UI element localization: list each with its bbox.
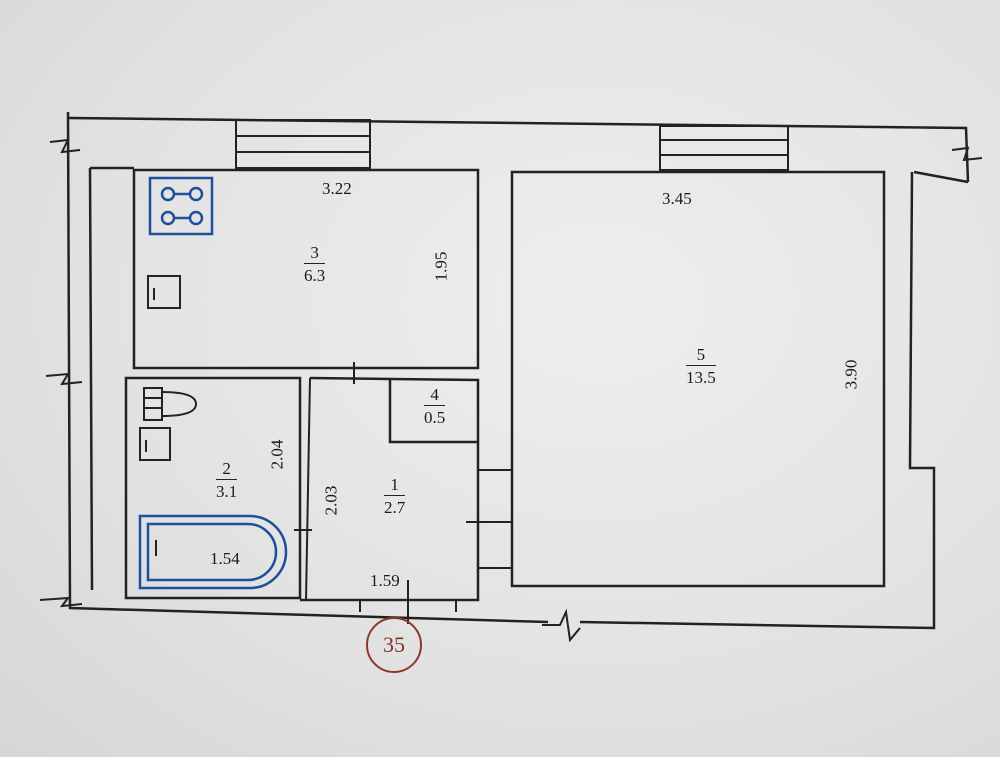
room-number: 3 (304, 244, 326, 264)
room-label-living: 5 13.5 (686, 346, 716, 386)
kitchen-sink-icon (147, 275, 181, 309)
toilet-icon (143, 387, 198, 421)
room-bathroom-outline (124, 376, 302, 600)
dim-room5-width: 3.45 (662, 189, 692, 208)
room-number: 5 (686, 346, 716, 366)
dim-bathtub-length: 1.54 (210, 549, 240, 568)
room-area: 13.5 (686, 368, 716, 387)
hall-doorway (466, 469, 512, 569)
dim-kitchen-height: 1.95 (431, 251, 451, 282)
room-living-outline (510, 170, 886, 588)
room-area: 2.7 (384, 498, 406, 517)
stove-icon (148, 176, 214, 236)
room-area: 3.1 (216, 482, 238, 501)
room-closet-outline (388, 380, 478, 444)
room-number: 4 (424, 386, 446, 406)
dim-hall-height: 2.03 (321, 485, 341, 516)
room-area: 0.5 (424, 408, 446, 427)
bathtub-icon (138, 514, 288, 590)
bathroom-sink-icon (139, 427, 171, 461)
room-area: 6.3 (304, 266, 326, 285)
dim-bath-height: 2.04 (267, 439, 287, 470)
room-label-hall: 1 2.7 (384, 476, 406, 517)
room-window (659, 125, 789, 171)
room-hall-outline (300, 376, 480, 602)
room-kitchen-outline (132, 168, 480, 370)
room-label-kitchen: 3 6.3 (304, 244, 326, 285)
room-label-closet: 4 0.5 (424, 386, 446, 427)
kitchen-window (235, 119, 371, 169)
apartment-number-stamp: 35 (366, 617, 422, 673)
room-number: 2 (216, 460, 238, 480)
dim-hall-width: 1.59 (370, 571, 400, 590)
room-label-bathroom: 2 3.1 (216, 460, 238, 501)
dim-kitchen-width: 3.22 (322, 179, 352, 198)
room-number: 1 (384, 476, 406, 496)
dim-room5-height: 3.90 (841, 359, 861, 390)
